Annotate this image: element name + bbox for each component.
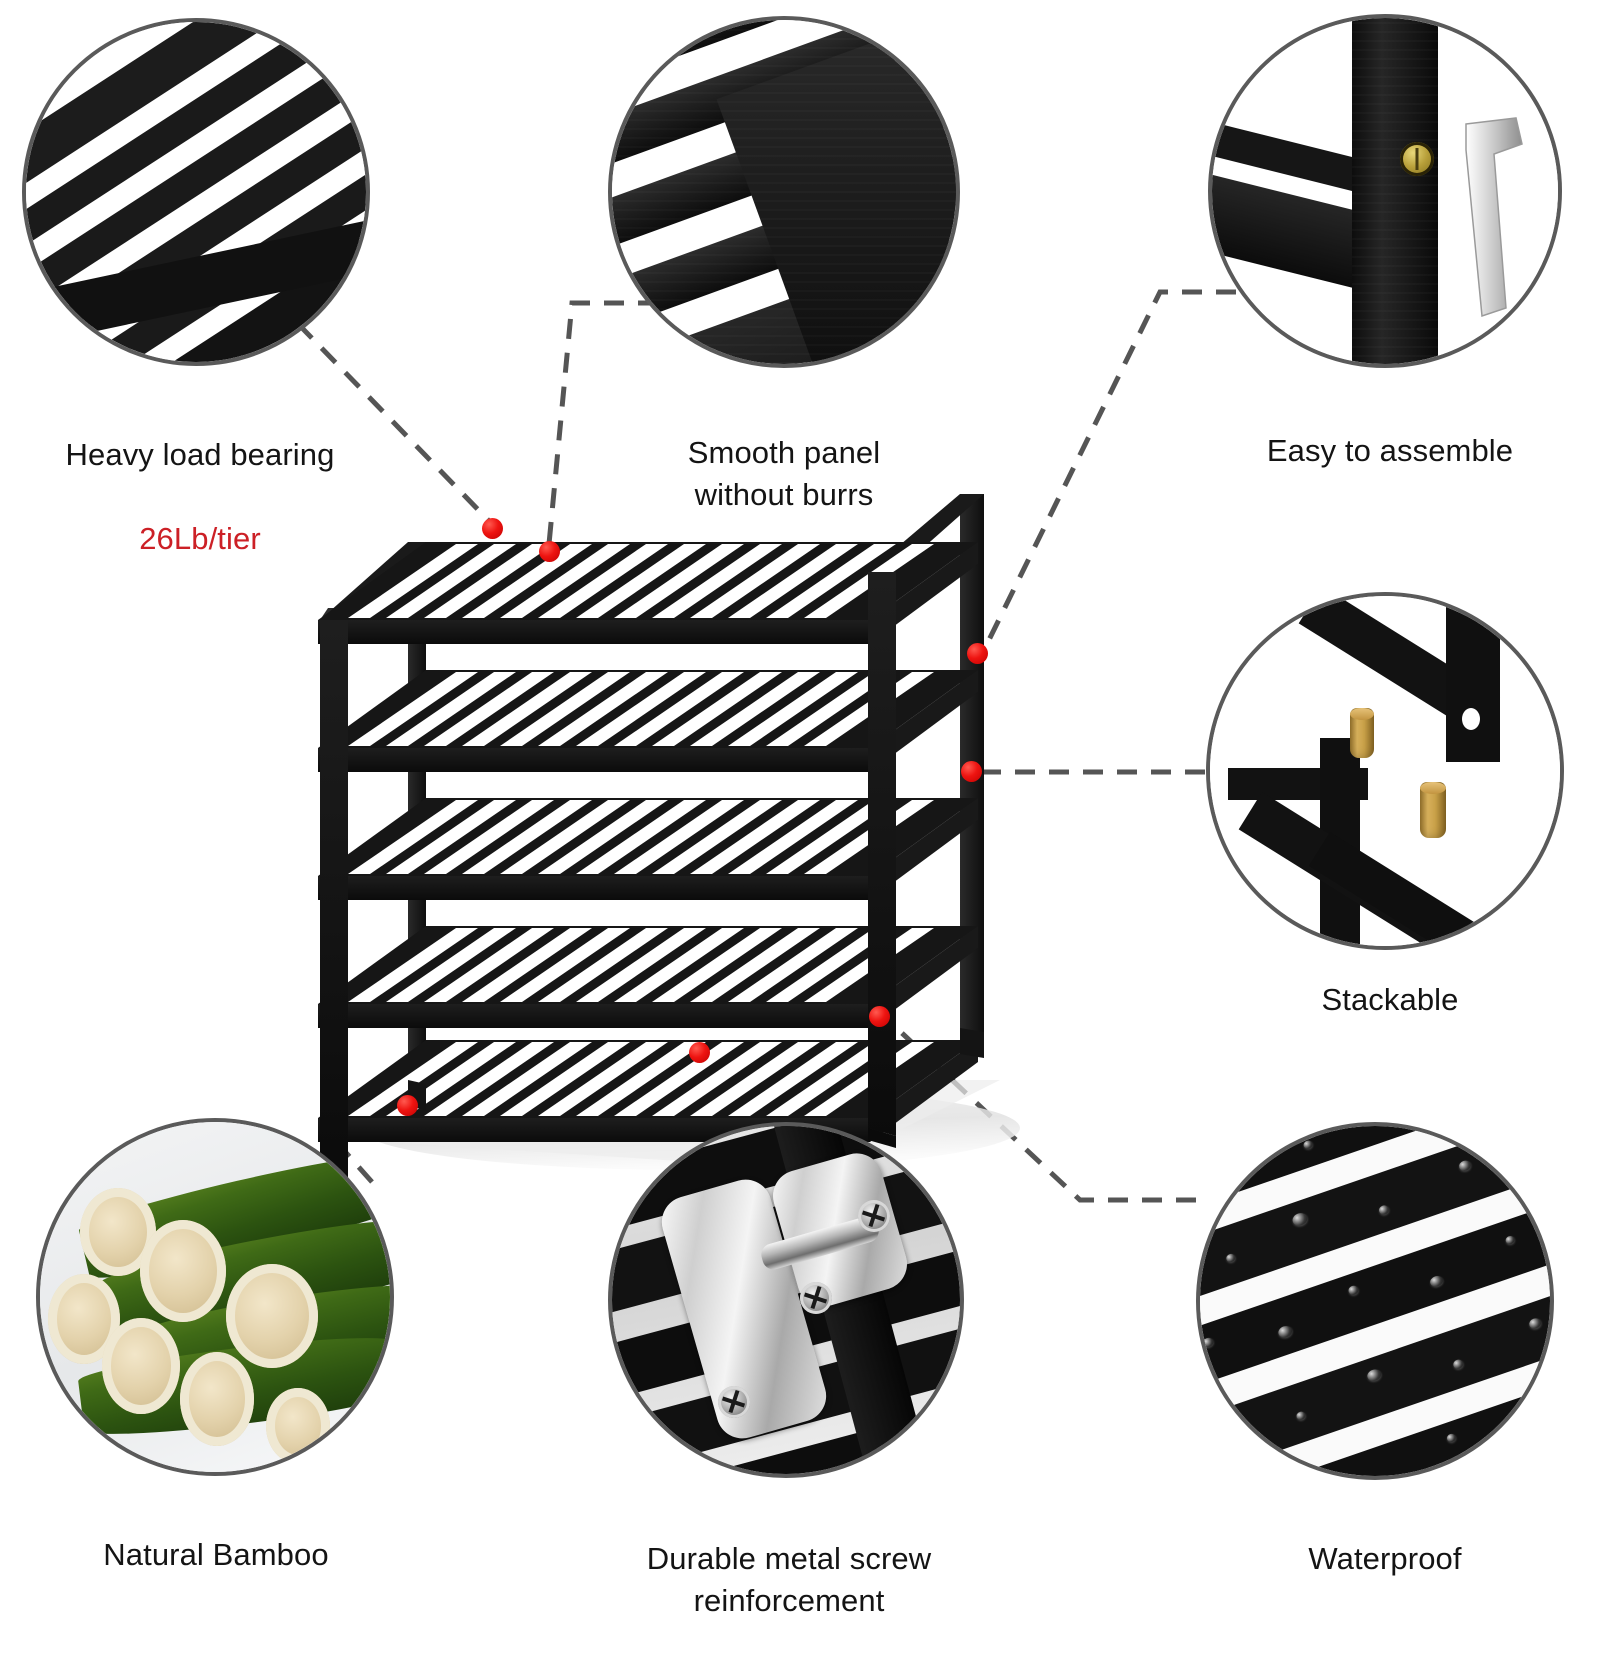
caption-title: Waterproof <box>1308 1541 1462 1576</box>
bamboo-cut-end <box>140 1220 226 1322</box>
caption-title: Natural Bamboo <box>103 1537 329 1572</box>
phillips-screw <box>718 1386 750 1418</box>
vertical-post <box>1352 18 1438 364</box>
caption-easy-to-assemble: Easy to assemble <box>1200 388 1580 514</box>
dowel-pin-lower <box>1420 782 1446 838</box>
caption-title: Easy to assemble <box>1266 433 1514 468</box>
bamboo-cut-end <box>266 1388 330 1464</box>
dowel-pin-upper <box>1350 708 1374 758</box>
link-easy-assemble <box>982 289 1236 650</box>
shelf-tier-4 <box>318 926 978 1028</box>
infographic-canvas: Heavy load bearing 26Lb/tier Smooth pane… <box>0 0 1600 1600</box>
bamboo-culms-icon <box>36 1118 394 1476</box>
bamboo-shoe-rack <box>300 480 1020 1200</box>
caption-heavy-load-bearing: Heavy load bearing 26Lb/tier <box>10 392 390 602</box>
caption-title: Durable metal screw reinforcement <box>646 1541 932 1618</box>
shelf-tier-5 <box>318 1040 978 1142</box>
marker-top-shelf-right <box>539 541 560 562</box>
hex-key-and-screw-icon <box>1208 14 1562 368</box>
caption-title: Smooth panel without burrs <box>687 435 881 512</box>
wood-grain-slat-closeup-icon <box>608 16 960 368</box>
wooden-dowel-pins-icon <box>1206 592 1564 950</box>
caption-stackable: Stackable <box>1200 937 1580 1063</box>
caption-title: Heavy load bearing <box>65 437 335 472</box>
caption-title: Stackable <box>1321 982 1459 1017</box>
phillips-screw <box>800 1282 832 1314</box>
brass-screw-icon <box>1400 142 1434 176</box>
bamboo-cut-end <box>226 1264 318 1368</box>
marker-bottom-right <box>869 1006 890 1027</box>
caption-durable-metal-screw: Durable metal screw reinforcement <box>590 1496 988 1664</box>
caption-natural-bamboo: Natural Bamboo <box>22 1492 410 1618</box>
marker-bottom-shelf <box>689 1042 710 1063</box>
hex-key-icon <box>1465 117 1523 318</box>
caption-highlight: 26Lb/tier <box>139 521 261 556</box>
shelf-tier-1 <box>318 542 978 644</box>
shelf-tier-3 <box>318 798 978 900</box>
water-droplets-on-slats-icon <box>1196 1122 1554 1480</box>
phillips-screw <box>858 1200 890 1232</box>
marker-top-shelf-left <box>482 518 503 539</box>
angled-black-slats-icon <box>22 18 370 366</box>
marker-right-post-mid <box>961 761 982 782</box>
caption-waterproof: Waterproof <box>1190 1496 1580 1622</box>
metal-hinge-plate-icon <box>608 1122 964 1478</box>
caption-smooth-panel: Smooth panel without burrs <box>594 390 974 558</box>
bamboo-cut-end <box>102 1318 180 1414</box>
bamboo-cut-end <box>180 1352 254 1446</box>
marker-bottom-leg-left <box>397 1095 418 1116</box>
marker-right-post-upper <box>967 643 988 664</box>
